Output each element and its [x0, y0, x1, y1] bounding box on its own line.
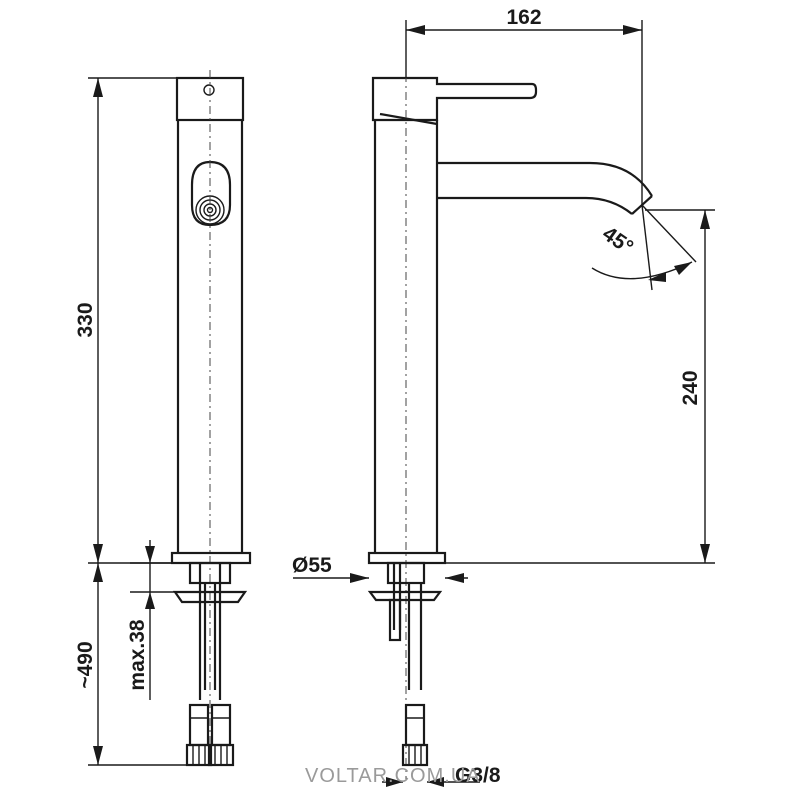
front-hose-connectors	[185, 703, 235, 767]
front-mount-nut	[188, 561, 232, 585]
dim-330-label: 330	[74, 302, 97, 337]
dim-240-label: 240	[679, 370, 702, 405]
side-spout-top	[437, 161, 653, 197]
side-base	[367, 551, 447, 565]
dim-330: 330	[74, 77, 177, 564]
side-view	[367, 20, 653, 780]
front-base	[170, 551, 252, 565]
dim-dia55-label: Ø55	[292, 554, 332, 577]
side-handle-lever	[371, 76, 538, 122]
front-aerator-slot	[190, 160, 232, 227]
side-mount-nut	[386, 561, 426, 585]
watermark-text: VOLTAR.COM.UA	[305, 765, 481, 787]
dim-max38-label: max.38	[126, 619, 149, 691]
side-hose-connector	[401, 703, 429, 767]
dim-490-label: ~490	[74, 641, 97, 688]
front-view	[170, 70, 252, 767]
dim-162: 162	[405, 6, 643, 205]
dim-g38-label: G3/8	[455, 764, 501, 787]
dim-45-angle: 45°	[591, 204, 697, 291]
dim-max38: max.38	[126, 540, 178, 700]
front-handle-indicator	[203, 84, 215, 96]
dim-dia55: Ø55	[292, 554, 468, 583]
dim-g38: G3/8	[382, 764, 501, 787]
dim-162-label: 162	[506, 6, 541, 29]
side-spout-bottom	[437, 196, 633, 215]
front-mount-washer	[172, 590, 248, 604]
dim-240: 240	[445, 209, 715, 564]
dim-45-label: 45°	[598, 222, 637, 259]
dim-490: ~490	[74, 563, 186, 766]
side-mount-washer	[367, 590, 443, 602]
